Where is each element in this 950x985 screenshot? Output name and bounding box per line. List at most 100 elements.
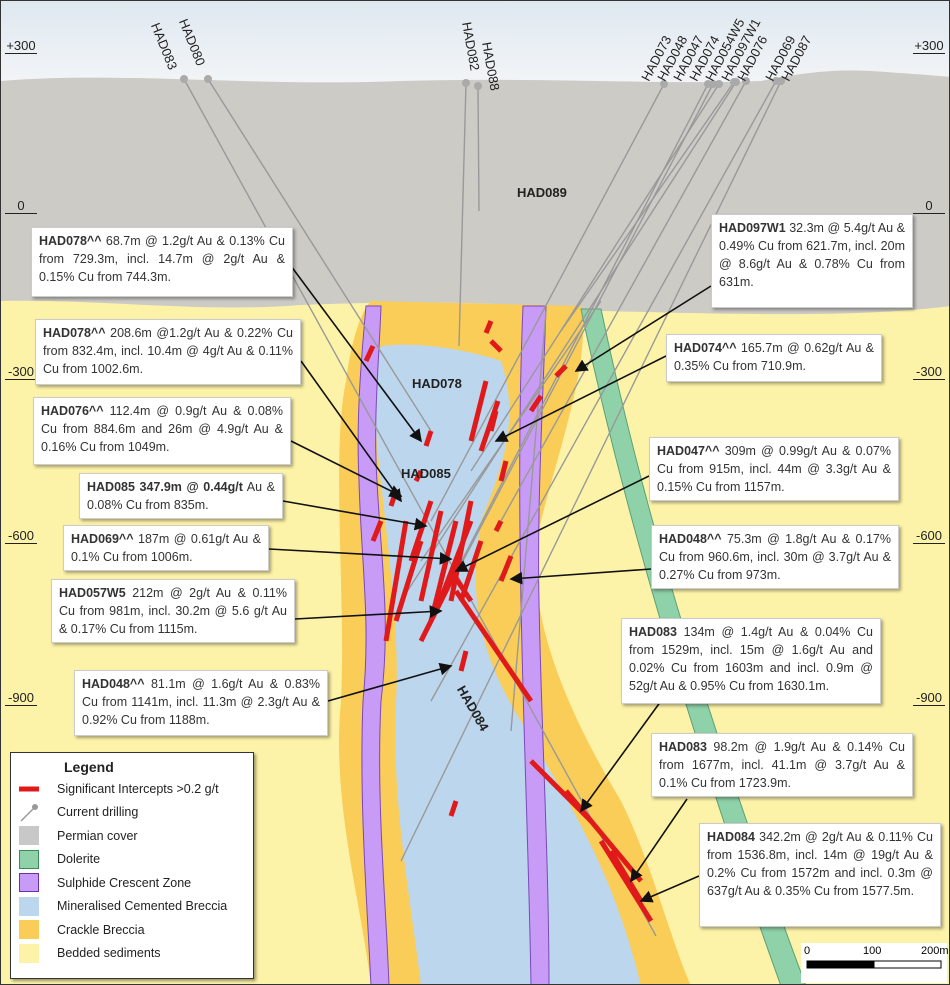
intercept-mark <box>448 569 474 603</box>
legend-label: Sulphide Crescent Zone <box>57 875 192 890</box>
drill-trace <box>500 80 747 522</box>
elevation-label-right-m300: -300 <box>913 365 945 380</box>
leader-arrow <box>580 700 662 813</box>
intercept-mark <box>493 519 504 533</box>
drill-trace <box>207 78 432 432</box>
drill-hole-icon <box>20 803 38 822</box>
legend-swatch <box>19 873 39 893</box>
leader-arrow <box>327 662 453 702</box>
legend-title: Legend <box>64 759 114 775</box>
annotation-hole-id: HAD078^^ <box>43 326 106 340</box>
legend-swatch <box>19 896 39 916</box>
annotation-hole-id: HAD069^^ <box>71 532 134 546</box>
intercept-annotation: HAD048^^ 81.1m @ 1.6g/t Au & 0.83% Cu fr… <box>74 670 328 736</box>
scale-bar: 0 100 200m <box>801 943 949 983</box>
elevation-label-right-m900: -900 <box>913 691 945 706</box>
drill-trace <box>430 83 665 522</box>
annotation-hole-id: HAD097W1 <box>719 221 786 235</box>
intercept-annotation: HAD074^^ 165.7m @ 0.62g/t Au & 0.35% Cu … <box>666 334 882 382</box>
intercept-annotation: HAD057W5 212m @ 2g/t Au & 0.11% Cu from … <box>51 579 295 643</box>
elevation-label-right-300: +300 <box>913 38 945 54</box>
collar-icon <box>730 78 738 86</box>
leader-arrow <box>290 440 403 497</box>
annotation-text: 98.2m @ 1.9g/t Au & 0.14% Cu from 1677m,… <box>659 740 905 790</box>
intercept-mark <box>554 364 568 378</box>
annotation-hole-id: HAD047^^ <box>657 444 720 458</box>
legend-item: Sulphide Crescent Zone <box>11 871 253 895</box>
section-label-had089: HAD089 <box>517 185 567 200</box>
annotation-text: 309m @ 0.99g/t Au & 0.07% Cu from 915m, … <box>657 444 891 494</box>
legend-item: Crackle Breccia <box>11 918 253 942</box>
intercept-mark <box>408 500 434 562</box>
legend-swatch <box>19 920 39 940</box>
annotation-text: 208.6m @1.2g/t Au & 0.22% Cu from 832.4m… <box>43 326 293 376</box>
intercept-mark <box>489 339 503 353</box>
annotation-text: 165.7m @ 0.62g/t Au & 0.35% Cu from 710.… <box>674 341 874 373</box>
leader-arrow <box>639 875 700 903</box>
intercept-mark <box>423 430 434 447</box>
leader-arrow <box>454 475 650 572</box>
annotation-text: 81.1m @ 1.6g/t Au & 0.83% Cu from 1141m,… <box>82 677 320 727</box>
legend-label: Mineralised Cemented Breccia <box>57 899 228 914</box>
intercept-annotation: HAD083 134m @ 1.4g/t Au & 0.04% Cu from … <box>621 618 881 704</box>
annotation-text: 68.7m @ 1.2g/t Au & 0.13% Cu from 729.3m… <box>39 234 285 284</box>
elevation-label-right-m600: -600 <box>913 529 945 544</box>
drill-trace <box>477 85 480 212</box>
annotation-text: 342.2m @ 2g/t Au & 0.11% Cu from 1536.8m… <box>707 830 933 898</box>
elevation-label-left-m600: -600 <box>5 529 37 544</box>
intercept-annotation: HAD078^^ 208.6m @1.2g/t Au & 0.22% Cu fr… <box>35 319 301 385</box>
leader-lines <box>268 265 712 903</box>
elevation-label-left-m300: -300 <box>5 365 37 380</box>
intercept-mark <box>608 849 644 903</box>
annotation-text: 75.3m @ 1.8g/t Au & 0.17% Cu from 960.6m… <box>659 532 891 582</box>
section-label-had078: HAD078 <box>412 376 462 391</box>
legend-label: Current drilling <box>57 805 139 820</box>
drill-trace <box>470 83 720 472</box>
intercept-annotation: HAD047^^ 309m @ 0.99g/t Au & 0.07% Cu fr… <box>649 437 899 501</box>
collar-icon <box>709 80 717 88</box>
leader-arrow <box>294 605 443 620</box>
drill-traces <box>183 78 782 937</box>
intercept-mark <box>498 460 509 482</box>
legend-item: Bedded sediments <box>11 942 253 966</box>
annotation-hole-id: HAD074^^ <box>674 341 737 355</box>
leader-arrow <box>574 285 712 372</box>
collar-icon <box>204 75 212 83</box>
elevation-label-left-300: +300 <box>5 38 37 54</box>
intercept-swatch-icon <box>19 786 39 792</box>
intercept-mark <box>528 394 544 413</box>
intercept-mark <box>453 589 534 703</box>
drill-trace <box>430 80 777 702</box>
legend-item: Permian cover <box>11 824 253 848</box>
collar-icon <box>462 79 470 87</box>
intercept-mark <box>383 520 409 642</box>
drill-trace <box>420 300 602 562</box>
drill-trace <box>400 81 737 602</box>
annotation-text: 212m @ 2g/t Au & 0.11% Cu from 981m, inc… <box>59 586 287 636</box>
scale-bar-graphic <box>806 960 942 969</box>
annotation-hole-id: HAD085 347.9m @ 0.44g/t <box>87 480 243 494</box>
intercept-mark <box>413 469 424 483</box>
leader-arrow <box>290 265 422 443</box>
legend-swatch <box>19 849 39 869</box>
legend-label: Dolerite <box>57 852 101 867</box>
drill-trace <box>183 78 657 937</box>
intercept-mark <box>478 400 501 452</box>
collar-icon <box>777 77 785 85</box>
intercept-mark <box>433 520 474 612</box>
leader-arrow <box>509 568 652 585</box>
elevation-label-right-0: 0 <box>913 199 945 214</box>
annotation-hole-id: HAD048^^ <box>659 532 722 546</box>
collar-icon <box>180 75 188 83</box>
intercept-annotation: HAD076^^ 112.4m @ 0.9g/t Au & 0.08% Cu f… <box>33 397 291 465</box>
legend-label: Crackle Breccia <box>57 922 145 937</box>
annotation-hole-id: HAD057W5 <box>59 586 126 600</box>
annotation-text: Au & 0.08% Cu from 835m. <box>87 480 275 512</box>
annotation-text: 32.3m @ 5.4g/t Au & 0.49% Cu from 621.7m… <box>719 221 905 289</box>
annotation-hole-id: HAD084 <box>707 830 755 844</box>
legend-label: Permian cover <box>57 828 138 843</box>
leader-arrow <box>282 500 428 531</box>
drill-trace <box>560 81 735 332</box>
collar-icon <box>742 77 750 85</box>
